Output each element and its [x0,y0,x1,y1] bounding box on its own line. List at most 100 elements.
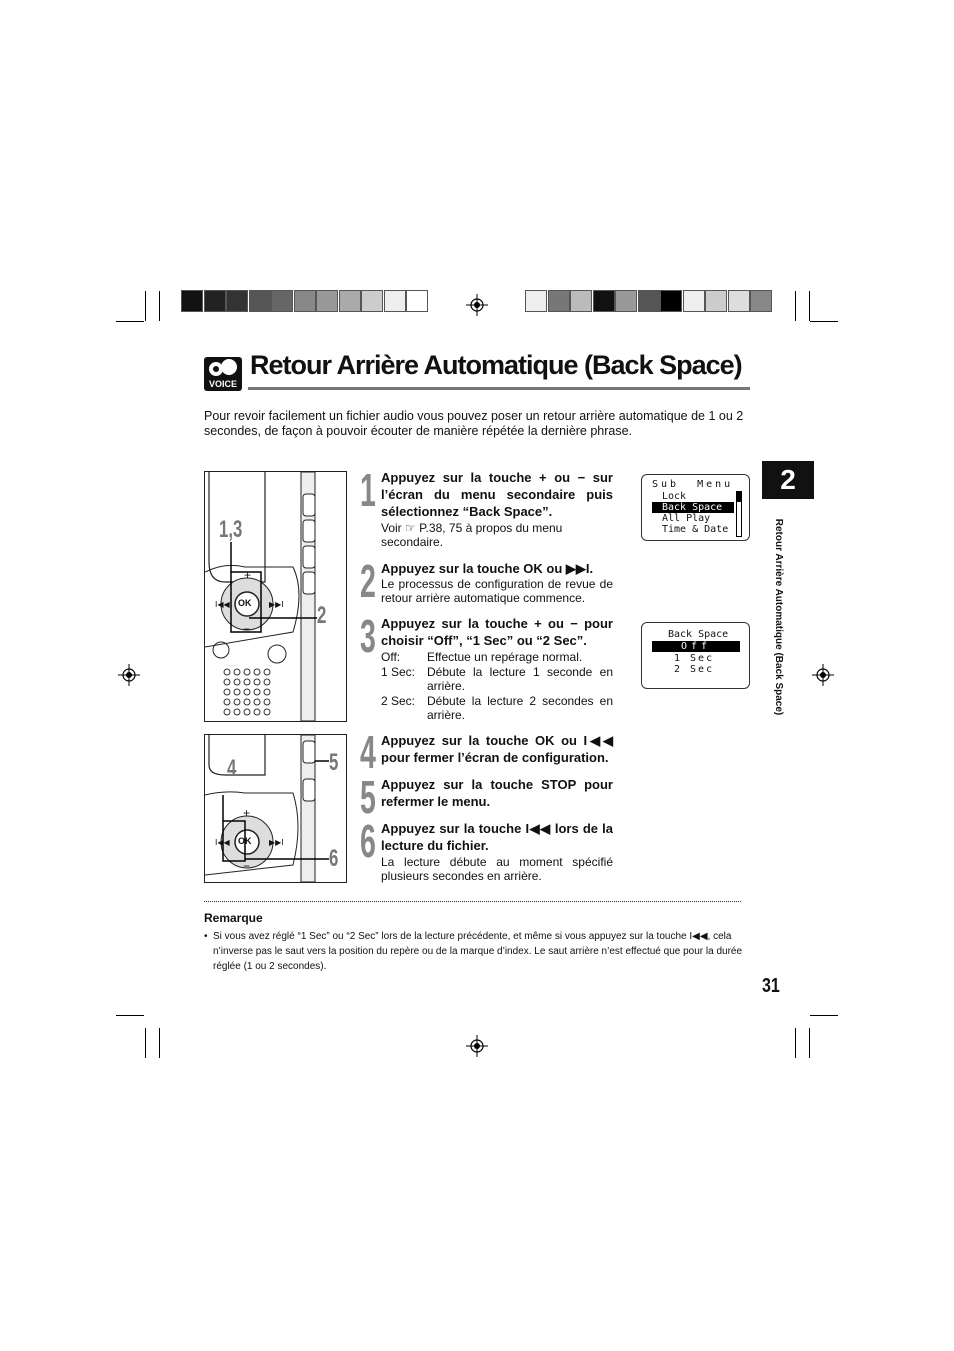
color-swatch [682,290,705,312]
crop-mark [116,321,144,322]
lcd-option-selected: Off [652,641,740,652]
step-instruction: Appuyez sur la touche OK ou I◀◀ pour fer… [381,733,613,765]
step-number: 4 [360,726,376,778]
lcd-title: Sub Menu [652,479,734,490]
option-row: 2 Sec: Débute la lecture 2 secondes en ar… [381,694,613,722]
minus-button: − [243,859,251,873]
lcd-menu-item: Time & Date [662,524,729,535]
color-swatch [637,290,660,312]
step-number: 3 [360,610,376,662]
color-swatch [316,290,338,312]
page-number: 31 [762,975,780,997]
remark-note: • Si vous avez réglé “1 Sec” ou “2 Sec” … [204,929,752,974]
svg-text:▶▶I: ▶▶I [269,600,284,609]
lcd-screen-sub-menu: Sub Menu Lock Back Space All Play Time &… [641,474,750,541]
color-swatch [271,290,293,312]
color-swatch [615,290,637,312]
plus-button: + [243,806,251,820]
voice-icon-label: VOICE [208,379,237,389]
step-number: 6 [360,815,376,867]
lcd-option: 1 Sec [674,653,715,664]
color-swatch [383,290,406,312]
minus-button: − [243,622,251,636]
remark-divider [204,901,741,902]
step-number: 2 [360,555,376,607]
callout-label: 5 [329,749,339,776]
step-note: Voir ☞ P.38, 75 à propos du menu seconda… [381,521,563,549]
lcd-title: Back Space [668,629,729,640]
callout-label: 4 [227,755,237,782]
color-swatch [547,290,570,312]
page-title: Retour Arrière Automatique (Back Space) [250,350,743,380]
crop-mark [810,321,838,322]
sidebar-running-title: Retour Arrière Automatique (Back Space) [771,507,785,727]
color-swatch [406,290,428,312]
callout-label: 6 [329,845,339,872]
lcd-menu-item: Lock [662,491,687,502]
crop-mark [145,291,146,321]
svg-text:I◀◀: I◀◀ [215,600,231,609]
intro-paragraph: Pour revoir facilement un fichier audio … [204,409,744,438]
title-underline [248,387,750,390]
option-key: Off: [381,650,401,664]
color-swatch [181,290,203,312]
color-swatch [525,290,547,312]
option-desc: Effectue un repérage normal. [427,650,583,664]
option-key: 1 Sec: [381,665,416,679]
lcd-screen-back-space: Back Space Off 1 Sec 2 Sec [641,622,750,689]
device-figure-bottom: I◀◀ ▶▶I OK + − 4 5 6 [204,734,347,883]
option-row: 1 Sec: Débute la lecture 1 seconde en arr… [381,665,613,693]
color-swatch [293,290,316,312]
color-swatch [705,290,727,312]
color-swatch [570,290,592,312]
color-swatch [592,290,615,312]
crop-mark [116,1015,144,1016]
step-number: 1 [360,464,376,516]
lcd-option: 2 Sec [674,664,715,675]
crop-mark [159,291,160,321]
registration-mark-icon [118,664,140,686]
color-swatch [338,290,361,312]
crop-mark [795,1028,796,1058]
crop-mark [795,291,796,321]
lcd-menu-item: All Play [662,513,711,524]
color-swatch [226,290,248,312]
voice-icon: VOICE [204,357,242,391]
crop-mark [810,1015,838,1016]
step-instruction: Appuyez sur la touche + ou − pour choisi… [381,616,613,648]
option-row: Off: Effectue un repérage normal. [381,650,613,664]
registration-mark-icon [812,664,834,686]
ok-button: OK [238,836,252,846]
color-swatch [203,290,226,312]
step-note: Le processus de configuration de revue d… [381,577,613,605]
step-instruction: Appuyez sur la touche OK ou ▶▶I. [381,561,594,576]
registration-mark-icon [466,294,488,316]
color-swatch [248,290,271,312]
ok-button: OK [238,598,252,608]
crop-mark [809,291,810,321]
step-instruction: Appuyez sur la touche I◀◀ lors de la lec… [381,821,613,853]
chapter-tab: 2 [762,461,814,499]
registration-mark-icon [466,1035,488,1057]
plus-button: + [244,568,252,582]
color-swatch [750,290,772,312]
step-instruction: Appuyez sur la touche + ou − sur l’écran… [381,470,613,519]
remark-title: Remarque [204,911,263,925]
color-swatch [660,290,682,312]
remark-text: Si vous avez réglé “1 Sec” ou “2 Sec” lo… [213,931,743,972]
color-swatch [727,290,750,312]
step-note: La lecture débute au moment spécifié plu… [381,855,613,883]
step-number: 5 [360,771,376,823]
option-key: 2 Sec: [381,694,416,708]
option-list: Off: Effectue un repérage normal. 1 Sec: D… [381,650,613,722]
callout-label: 2 [317,602,327,629]
option-desc: Débute la lecture 2 secondes en arrière. [427,694,613,722]
crop-mark [145,1028,146,1058]
lcd-menu-item-selected: Back Space [652,502,734,513]
option-desc: Débute la lecture 1 seconde en arrière. [427,665,613,693]
sidebar-text: Retour Arrière Automatique (Back Space) [773,518,784,716]
svg-text:▶▶I: ▶▶I [269,838,284,847]
device-figure-top: I◀◀ ▶▶I OK + − 1,3 2 [204,471,347,722]
color-swatch [361,290,383,312]
crop-mark [809,1028,810,1058]
